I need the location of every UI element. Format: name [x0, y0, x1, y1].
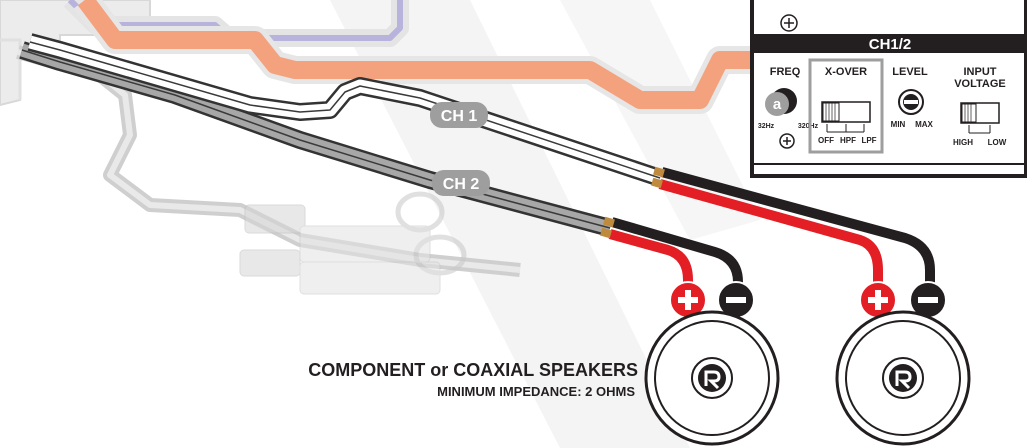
xover-switch[interactable]	[821, 101, 871, 123]
ch1-badge: CH 1	[430, 102, 488, 128]
ch2-badge: CH 2	[432, 170, 490, 196]
xover-highlight-box	[808, 58, 884, 154]
freq-max: 320Hz	[798, 123, 819, 130]
speaker-left	[644, 310, 780, 446]
speaker-logo-icon	[895, 370, 912, 390]
speaker-right	[835, 310, 971, 446]
rca-plugs	[239, 191, 467, 295]
panel-screw-icon	[780, 14, 798, 32]
xover-label: X-OVER	[825, 66, 867, 78]
input-voltage-ticks	[968, 125, 991, 134]
bg-watermark-shape	[330, 0, 690, 448]
ch2-wire-tip-pos	[600, 227, 612, 239]
xover-option-hpf: HPF	[840, 136, 856, 145]
panel-title: CH1/2	[869, 36, 912, 53]
input-voltage-high: HIGH	[953, 138, 973, 147]
freq-marker: a	[773, 96, 782, 113]
freq-label: FREQ	[770, 66, 801, 78]
speakers-title: COMPONENT or COAXIAL SPEAKERS	[308, 360, 638, 380]
ch2-label: CH 2	[443, 176, 480, 193]
input-voltage-label-2: VOLTAGE	[954, 78, 1006, 90]
orange-cable-core	[77, 0, 755, 109]
panel-title-bar	[754, 34, 1027, 53]
ch1-positive-wire	[658, 179, 883, 298]
ch1-positive-terminal-icon	[859, 281, 897, 319]
level-max: MAX	[915, 120, 933, 129]
speakers-subtitle: MINIMUM IMPEDANCE: 2 OHMS	[437, 384, 635, 399]
ch1-wire-tip-pos	[651, 177, 663, 189]
xover-ticks	[826, 124, 865, 133]
ch1-negative-wire	[660, 167, 935, 298]
ch2-positive-wire	[608, 229, 693, 298]
control-panel: CH1/2 FREQ a 32Hz 320Hz X-OVER OFF HPF	[750, 0, 1027, 178]
ch1-cable-divider	[29, 41, 661, 179]
level-knob[interactable]	[898, 89, 924, 115]
xover-option-lpf: LPF	[861, 136, 876, 145]
level-min: MIN	[891, 120, 906, 129]
freq-knob[interactable]: a	[765, 88, 797, 116]
input-voltage-low: LOW	[988, 138, 1007, 147]
freq-min: 32Hz	[758, 123, 775, 130]
xover-option-off: OFF	[818, 136, 834, 145]
ch1-label: CH 1	[441, 108, 478, 125]
level-label: LEVEL	[892, 66, 928, 78]
ch2-negative-terminal-icon	[717, 281, 755, 319]
amplifier-edge	[0, 38, 22, 100]
input-voltage-switch[interactable]	[960, 102, 1000, 124]
freq-screw-icon	[779, 133, 795, 149]
input-voltage-label-1: INPUT	[964, 66, 997, 78]
ch2-wire-tip-neg	[603, 216, 615, 228]
speaker-logo-icon	[704, 370, 721, 390]
ch1-wire-tip-neg	[653, 166, 665, 178]
